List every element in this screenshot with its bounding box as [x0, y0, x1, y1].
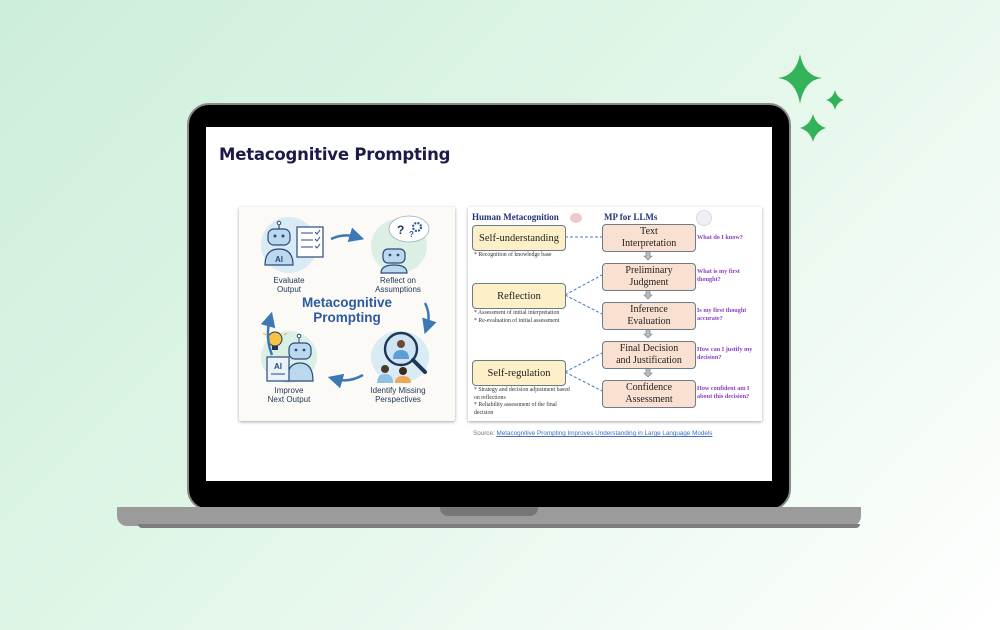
svg-text:?: ?: [409, 230, 414, 239]
human-stage-notes: * Assessment of initial interpretation *…: [474, 310, 574, 325]
human-stage-notes: * Strategy and decision adjustment based…: [474, 387, 574, 417]
stage-line1: Preliminary: [625, 265, 673, 276]
step-label-line1: Improve: [274, 386, 304, 395]
step-identify-perspectives: Identify Missing Perspectives: [358, 386, 438, 404]
step-label-line2: Next Output: [267, 395, 311, 404]
arrow-right: [330, 227, 365, 242]
step-reflect-assumptions: Reflect on Assumptions: [358, 276, 438, 294]
center-title-line1: Metacognitive: [301, 295, 393, 310]
svg-text:?: ?: [397, 223, 404, 237]
slide-title: Metacognitive Prompting: [219, 145, 451, 164]
sparkles-icon: [778, 54, 844, 142]
cycle-diagram-card: AI Evaluate Output ? ? Reflect on Assump…: [239, 207, 455, 421]
source-citation: Source: Metacognitive Prompting Improves…: [473, 430, 712, 437]
llm-question: Is my first thought accurate?: [697, 307, 747, 322]
stage-line2: and Justification: [616, 355, 682, 366]
stage-line2: Evaluation: [627, 316, 671, 327]
human-stage-reflection: Reflection: [472, 283, 566, 309]
laptop-base-shadow: [138, 524, 860, 528]
llm-question: What is my first thought?: [697, 268, 740, 283]
human-metacognition-title: Human Metacognition: [472, 212, 559, 222]
step-label-line1: Evaluate: [273, 276, 305, 285]
step-label-line1: Identify Missing: [370, 386, 426, 395]
cycle-center-title: Metacognitive Prompting: [279, 295, 415, 325]
stage-line1: Final Decision: [619, 343, 679, 354]
note-line: * Recognition of knowledge base: [474, 252, 552, 258]
robot-thinking-icon: ? ?: [380, 215, 430, 274]
stage-line1: Inference: [630, 304, 668, 315]
svg-text:AI: AI: [274, 362, 282, 371]
step-label-line2: Assumptions: [375, 285, 421, 294]
center-title-line2: Prompting: [313, 310, 381, 325]
llm-brain-icon: [696, 210, 712, 226]
arrow-left: [327, 373, 364, 389]
step-label-line2: Perspectives: [375, 395, 421, 404]
source-prefix: Source:: [473, 430, 495, 437]
stage-line2: Interpretation: [621, 238, 677, 249]
note-line: * Re-evaluation of initial assessment: [474, 317, 560, 324]
svg-text:AI: AI: [275, 255, 283, 264]
cycle-arrows: [260, 227, 437, 389]
note-line: * Reliability assessment of the final de…: [474, 402, 557, 416]
mp-diagram-card: Human Metacognition MP for LLMs Self-und…: [468, 207, 762, 421]
robot-checklist-icon: AI: [264, 220, 324, 266]
llm-question: How can I justify my decision?: [697, 346, 753, 361]
note-line: * Assessment of initial interpretation: [474, 310, 560, 316]
step-label-line2: Output: [276, 285, 301, 294]
step-label-line1: Reflect on: [379, 276, 417, 285]
arrow-up: [260, 311, 276, 356]
stage-line1: Confidence: [625, 382, 673, 393]
source-link[interactable]: Metacognitive Prompting Improves Underst…: [496, 430, 713, 437]
stage-line1: Text: [640, 226, 658, 237]
stage-line2: Judgment: [629, 277, 669, 288]
laptop-base: [117, 507, 861, 526]
human-stage-notes: * Recognition of knowledge base: [474, 252, 574, 260]
robot-lightbulb-icon: AI: [262, 331, 314, 382]
laptop-screen: Metacognitive Prompting AI Evaluate Outp…: [206, 127, 772, 481]
human-stage-self-regulation: Self-regulation: [472, 360, 566, 386]
step-evaluate-output: Evaluate Output: [249, 276, 329, 294]
mp-for-llms-title: MP for LLMs: [604, 212, 658, 222]
llm-question: What do I know?: [697, 234, 743, 241]
brain-icon: [570, 213, 582, 223]
arrow-down: [422, 302, 437, 335]
magnifier-people-icon: [377, 331, 427, 383]
laptop-notch: [440, 507, 538, 516]
mp-connectors: [564, 236, 653, 392]
llm-question: How confident am I about this decision?: [697, 385, 750, 400]
stage-line2: Assessment: [625, 394, 673, 405]
note-line: * Strategy and decision adjustment based…: [474, 387, 570, 401]
step-improve-output: Improve Next Output: [249, 386, 329, 404]
human-stage-self-understanding: Self-understanding: [472, 225, 566, 251]
